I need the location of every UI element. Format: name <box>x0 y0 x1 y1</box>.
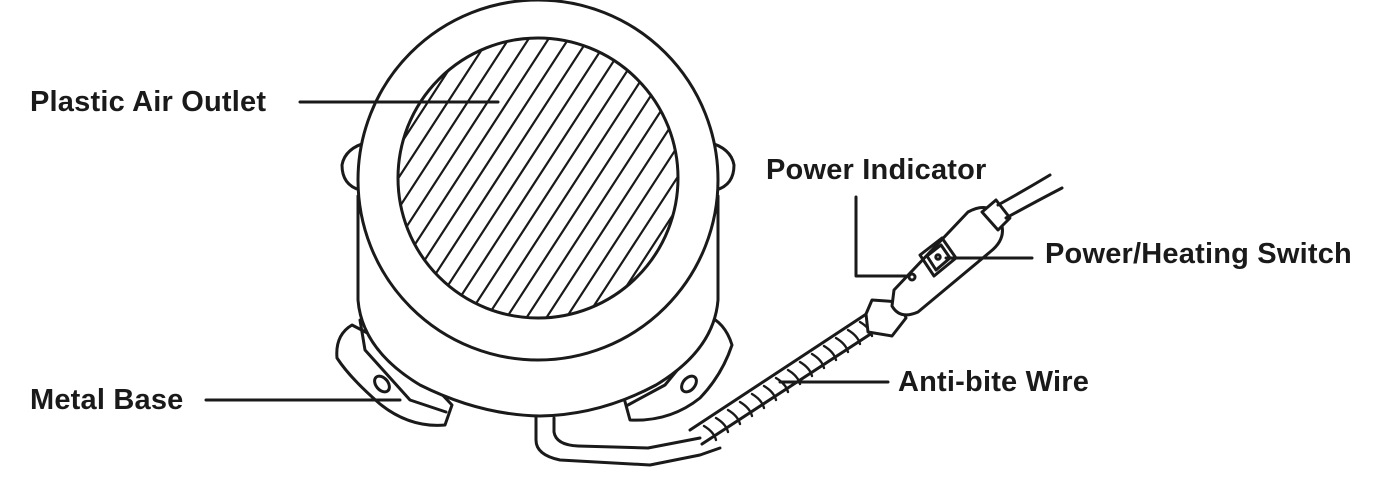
grill-stripes <box>398 38 678 318</box>
cable-loop <box>534 410 722 467</box>
label-metal-base: Metal Base <box>30 384 184 416</box>
label-anti-bite-wire: Anti-bite Wire <box>898 366 1090 398</box>
metal-base-left <box>335 318 454 427</box>
power-indicator-light <box>907 272 917 282</box>
power-cord <box>996 173 1052 207</box>
heater-top-rim <box>356 0 720 362</box>
leader-power-indicator <box>854 195 908 278</box>
label-power-heating-switch: Power/Heating Switch <box>1045 238 1352 270</box>
label-plastic-air-outlet: Plastic Air Outlet <box>30 86 267 118</box>
label-power-indicator: Power Indicator <box>766 154 987 186</box>
power-cord-end <box>980 198 1012 232</box>
